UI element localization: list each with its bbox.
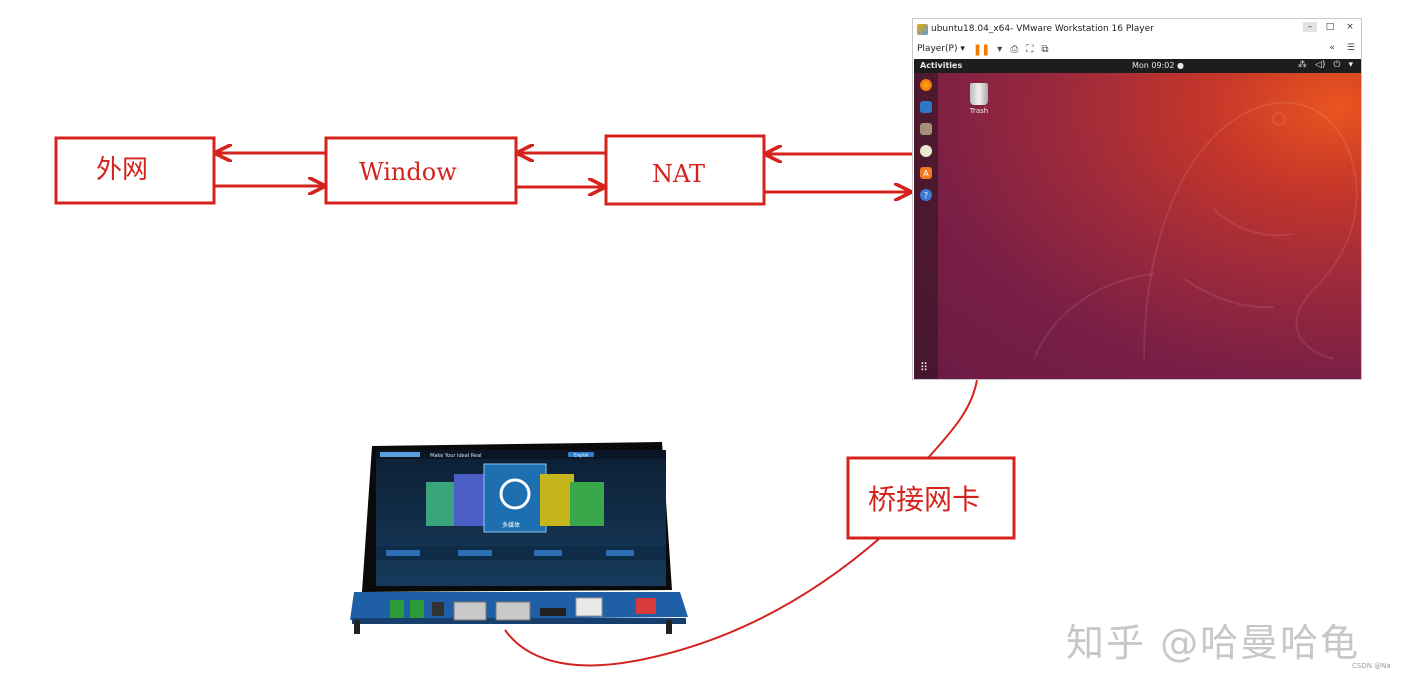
device-banner: Make Your Ideal Real bbox=[430, 453, 482, 459]
cable-bridge-to-board bbox=[504, 537, 881, 667]
carousel-card-apps[interactable] bbox=[540, 474, 574, 526]
power-icon: ⏻ bbox=[1333, 60, 1341, 70]
thunderbird-icon[interactable] bbox=[920, 101, 932, 113]
windows-box bbox=[324, 136, 518, 205]
device-btn-1[interactable] bbox=[386, 550, 420, 556]
files-icon[interactable] bbox=[920, 123, 932, 135]
trash-icon bbox=[970, 83, 988, 105]
ubuntu-dock: A ? ⠿ bbox=[914, 73, 938, 379]
windows-label: Window bbox=[359, 158, 457, 186]
multimedia-icon bbox=[499, 478, 531, 510]
vmware-window: ubuntu18.04_x64- VMware Workstation 16 P… bbox=[912, 18, 1362, 380]
device-btn-4[interactable] bbox=[606, 550, 634, 556]
help-icon[interactable]: ? bbox=[920, 189, 932, 201]
close-icon[interactable]: × bbox=[1346, 22, 1354, 32]
bridge-label: 桥接网卡 bbox=[868, 483, 980, 516]
usb-port bbox=[575, 597, 603, 617]
carousel-card-video[interactable] bbox=[454, 474, 488, 526]
bridge-box bbox=[846, 456, 1016, 540]
zhihu-watermark: 知乎 @哈曼哈龟 bbox=[1066, 621, 1361, 665]
gnome-topbar: Activities Mon 09:02 ● ⁂ ◁) ⏻ ▾ bbox=[914, 59, 1361, 73]
send-ctrl-alt-del-icon[interactable]: ⎙ bbox=[1010, 43, 1019, 55]
device-btn-3[interactable] bbox=[534, 550, 562, 556]
nat-label: NAT bbox=[652, 160, 705, 188]
collapse-icon[interactable]: « bbox=[1329, 43, 1335, 53]
device-logo bbox=[380, 452, 420, 457]
dc-jack bbox=[432, 602, 444, 616]
unity-icon[interactable]: ⧉ bbox=[1041, 43, 1049, 55]
vmware-title: ubuntu18.04_x64- VMware Workstation 16 P… bbox=[931, 24, 1154, 34]
network-icon: ⁂ bbox=[1297, 60, 1307, 70]
rhythmbox-icon[interactable] bbox=[920, 145, 932, 157]
activities-button[interactable]: Activities bbox=[920, 61, 963, 70]
device-bottom-bar bbox=[376, 546, 666, 560]
volume-icon: ◁) bbox=[1314, 60, 1326, 70]
window-controls: – □ × bbox=[1303, 22, 1357, 32]
device-btn-2[interactable] bbox=[458, 550, 492, 556]
ethernet-port-1 bbox=[453, 601, 487, 621]
device-header-bar bbox=[376, 450, 666, 459]
player-menu-label: Player(P) bbox=[917, 44, 958, 54]
csdn-watermark: CSDN @Na bbox=[1352, 662, 1391, 670]
software-center-icon[interactable]: A bbox=[920, 167, 932, 179]
wan-label: 外网 bbox=[96, 155, 148, 185]
minimize-icon[interactable]: – bbox=[1303, 22, 1317, 32]
terminal-block-2 bbox=[410, 600, 424, 618]
maximize-icon[interactable]: □ bbox=[1325, 22, 1335, 32]
desktop-trash[interactable]: Trash bbox=[966, 83, 992, 115]
tray-chevron-icon: ▾ bbox=[1348, 60, 1353, 70]
system-tray[interactable]: ⁂ ◁) ⏻ ▾ bbox=[1298, 60, 1353, 70]
vmware-toolbar: Player(P) ▾ ❚❚ ▾ ⎙ ⛶ ⧉ « ☰ bbox=[913, 39, 1361, 59]
carousel-center-label: 多媒体 bbox=[502, 521, 520, 529]
vmware-titlebar: ubuntu18.04_x64- VMware Workstation 16 P… bbox=[913, 19, 1361, 39]
terminal-block-1 bbox=[390, 600, 404, 618]
pause-icon[interactable]: ❚❚ bbox=[972, 42, 990, 56]
wan-box bbox=[54, 136, 216, 205]
ubuntu-beaver-watermark bbox=[1033, 101, 1358, 360]
hdmi-port bbox=[540, 608, 566, 616]
library-icon[interactable]: ☰ bbox=[1346, 43, 1355, 53]
english-button-label: English bbox=[574, 453, 589, 458]
english-button[interactable] bbox=[568, 452, 594, 457]
firefox-icon[interactable] bbox=[920, 79, 932, 91]
trash-label: Trash bbox=[969, 107, 989, 115]
clock[interactable]: Mon 09:02 ● bbox=[1132, 61, 1184, 70]
dropdown-chevron-icon[interactable]: ▾ bbox=[997, 43, 1003, 55]
player-menu[interactable]: Player(P) ▾ bbox=[917, 44, 965, 54]
ubuntu-desktop: Activities Mon 09:02 ● ⁂ ◁) ⏻ ▾ A ? ⠿ Tr… bbox=[914, 59, 1361, 379]
fullscreen-icon[interactable]: ⛶ bbox=[1026, 43, 1034, 55]
dev-board: Make Your Ideal Real English 多媒体 bbox=[350, 442, 688, 634]
carousel-card-files[interactable] bbox=[570, 482, 604, 526]
ethernet-port-2 bbox=[495, 601, 531, 621]
pcb-edge bbox=[352, 618, 686, 624]
cable-vm-to-bridge bbox=[927, 379, 978, 459]
dip-switch bbox=[636, 598, 656, 614]
show-apps-icon[interactable]: ⠿ bbox=[920, 361, 930, 374]
nat-box bbox=[604, 134, 766, 206]
vmware-app-icon bbox=[917, 23, 928, 35]
standoff-left bbox=[354, 620, 360, 634]
standoff-right bbox=[666, 620, 672, 634]
